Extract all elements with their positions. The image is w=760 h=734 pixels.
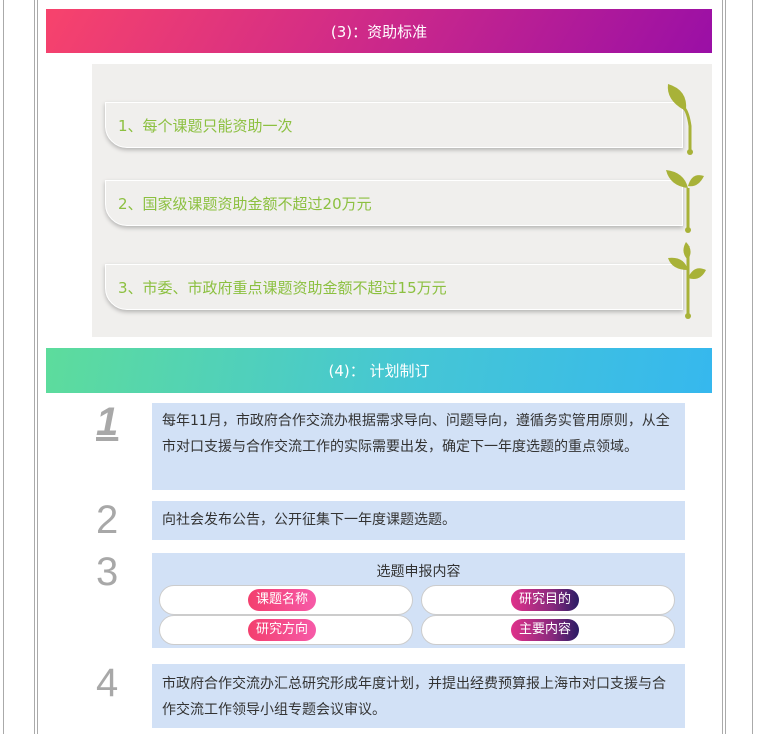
step-title: 选题申报内容 xyxy=(376,564,461,580)
standard-text: 2、国家级课题资助金额不超过20万元 xyxy=(118,194,372,213)
sprout-icon xyxy=(668,242,706,319)
standard-item: 2、国家级课题资助金额不超过20万元 xyxy=(105,180,683,226)
frame-line xyxy=(37,0,38,734)
step-text: 向社会发布公告，公开征集下一年度课题选题。 xyxy=(162,512,456,528)
tag: 主要内容 xyxy=(511,619,580,641)
content-item: 主要内容 xyxy=(421,615,675,645)
content-item: 课题名称 xyxy=(159,585,413,615)
step-number: 1 xyxy=(96,400,119,444)
funding-standard-panel: 1、每个课题只能资助一次 2、国家级课题资助金额不超过20万元 3、市委、市政府… xyxy=(92,64,712,337)
section-title: (3)：资助标准 xyxy=(330,22,428,41)
step-box: 向社会发布公告，公开征集下一年度课题选题。 xyxy=(152,501,685,540)
frame-line xyxy=(3,0,4,734)
step-box: 市政府合作交流办汇总研究形成年度计划，并提出经费预算报上海市对口支援与合作交流工… xyxy=(152,664,685,728)
standard-item: 1、每个课题只能资助一次 xyxy=(105,102,683,148)
tag: 研究目的 xyxy=(511,589,580,611)
content-item: 研究方向 xyxy=(159,615,413,645)
step-box: 每年11月，市政府合作交流办根据需求导向、问题导向，遵循务实管用原则，从全市对口… xyxy=(152,403,685,490)
section-header-plan: (4)： 计划制订 xyxy=(46,348,712,393)
step-text: 每年11月，市政府合作交流办根据需求导向、问题导向，遵循务实管用原则，从全市对口… xyxy=(162,413,670,455)
frame-line xyxy=(722,0,723,734)
frame-line xyxy=(752,0,753,734)
section-title: (4)： 计划制订 xyxy=(328,362,430,380)
standard-text: 1、每个课题只能资助一次 xyxy=(118,116,293,135)
step-number: 3 xyxy=(96,550,119,594)
step-number: 2 xyxy=(96,498,119,542)
step-text: 市政府合作交流办汇总研究形成年度计划，并提出经费预算报上海市对口支援与合作交流工… xyxy=(162,676,666,718)
section-header-funding-standard: (3)：资助标准 xyxy=(46,9,712,53)
content-item: 研究目的 xyxy=(421,585,675,615)
sprout-icon xyxy=(666,170,704,233)
step-number: 4 xyxy=(96,661,119,705)
standard-text: 3、市委、市政府重点课题资助金额不超过15万元 xyxy=(118,278,447,297)
frame-line xyxy=(725,0,726,734)
standard-item: 3、市委、市政府重点课题资助金额不超过15万元 xyxy=(105,264,683,310)
sprout-icon xyxy=(667,84,693,155)
tag: 研究方向 xyxy=(248,619,317,641)
tag: 课题名称 xyxy=(248,589,317,611)
frame-line xyxy=(34,0,35,734)
step-box: 选题申报内容 课题名称 研究目的 研究方向 主要内容 xyxy=(152,553,685,648)
